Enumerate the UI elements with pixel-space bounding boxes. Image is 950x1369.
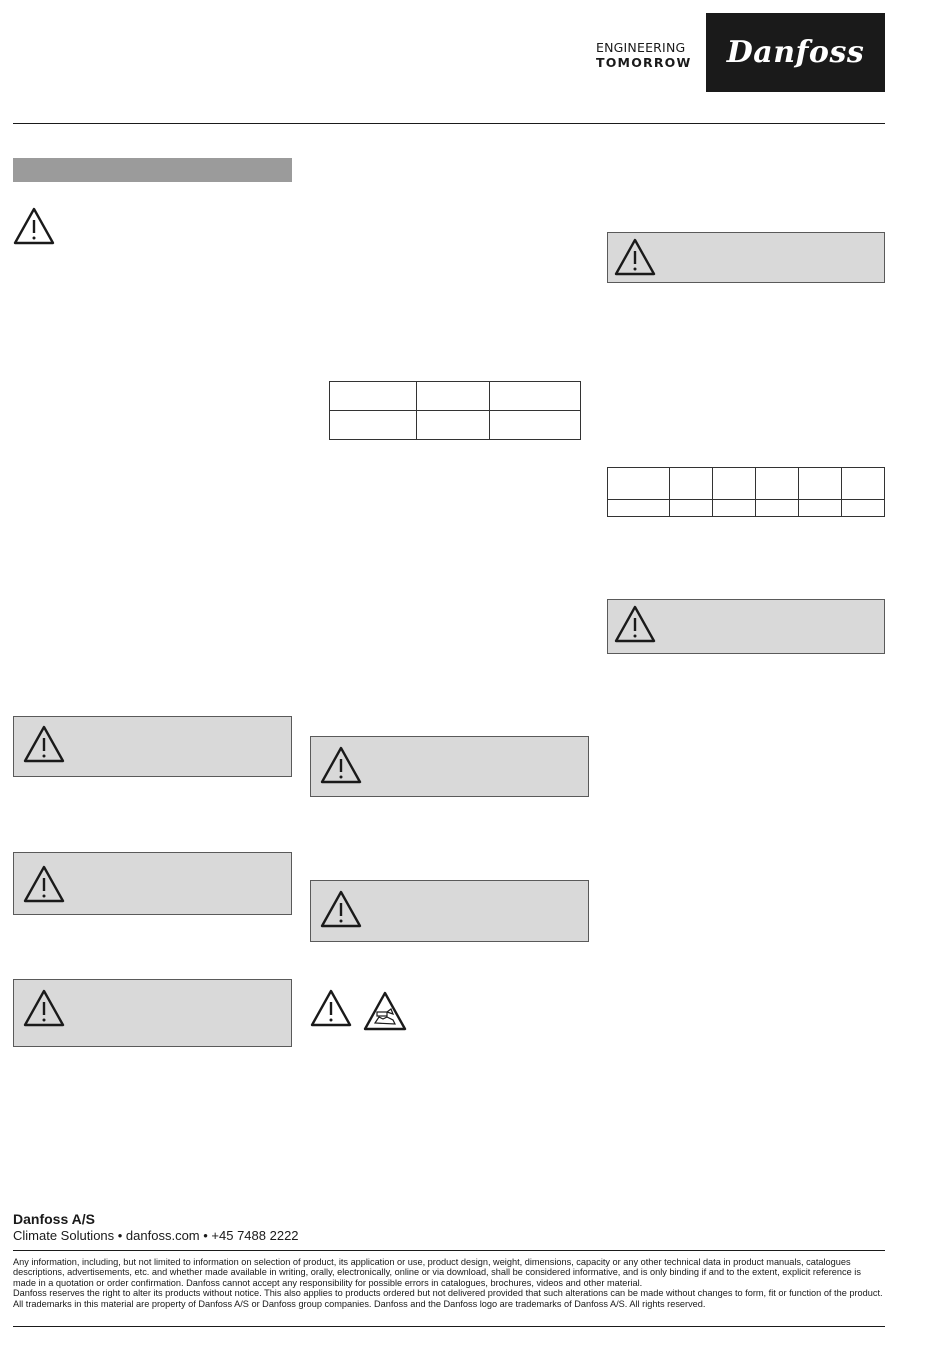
data-table — [329, 381, 581, 440]
warning-box — [310, 880, 589, 942]
hand-crush-hazard-icon — [362, 990, 408, 1032]
warning-triangle-icon — [22, 864, 66, 904]
warning-triangle-icon — [613, 237, 657, 277]
tagline-line2: TOMORROW — [596, 55, 692, 70]
warning-triangle-icon — [22, 724, 66, 764]
section-heading-bar — [13, 158, 292, 182]
disclaimer-paragraph: Danfoss reserves the right to alter its … — [13, 1288, 883, 1299]
company-contact: Climate Solutions • danfoss.com • +45 74… — [13, 1228, 299, 1243]
disclaimer-paragraph: All trademarks in this material are prop… — [13, 1298, 706, 1309]
warning-triangle-icon — [309, 988, 353, 1028]
warning-box — [13, 852, 292, 915]
warning-box — [310, 736, 589, 797]
legal-disclaimer: Any information, including, but not limi… — [13, 1257, 885, 1309]
company-name: Danfoss A/S — [13, 1211, 95, 1227]
warning-box — [607, 599, 885, 654]
table-row — [607, 499, 885, 517]
warning-box — [13, 716, 292, 777]
danfoss-logo: Danfoss — [706, 13, 885, 92]
tagline: ENGINEERING TOMORROW — [596, 40, 696, 70]
warning-box — [607, 232, 885, 283]
warning-box — [13, 979, 292, 1047]
warning-triangle-icon — [319, 889, 363, 929]
tagline-line1: ENGINEERING — [596, 40, 686, 55]
header-divider — [13, 123, 885, 124]
warning-triangle-icon — [12, 206, 56, 246]
footer-divider-bottom — [13, 1326, 885, 1327]
table-row — [329, 381, 581, 411]
disclaimer-paragraph: Any information, including, but not limi… — [13, 1257, 861, 1288]
warning-triangle-icon — [22, 988, 66, 1028]
warning-triangle-icon — [613, 604, 657, 644]
warning-triangle-icon — [319, 745, 363, 785]
logo-wordmark: Danfoss — [726, 35, 865, 70]
table-row — [329, 410, 581, 440]
table-row — [607, 467, 885, 500]
footer-divider-top — [13, 1250, 885, 1251]
data-table — [607, 467, 885, 517]
